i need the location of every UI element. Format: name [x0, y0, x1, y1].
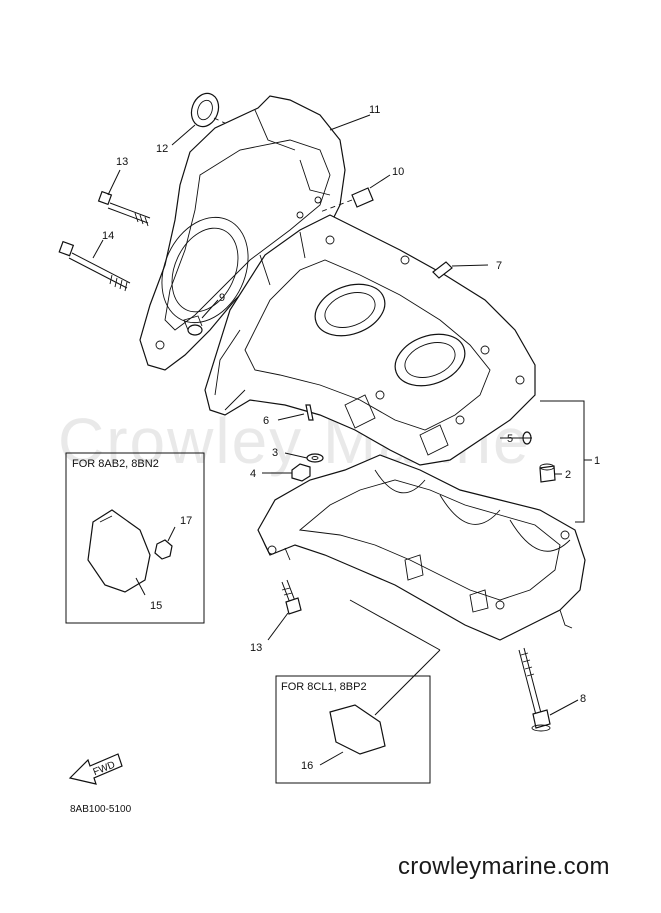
bolt-14: [58, 240, 131, 292]
callout-11: 11: [369, 104, 380, 116]
callout-1: 1: [594, 455, 600, 467]
washer-3: [306, 453, 324, 463]
footer-url[interactable]: crowleymarine.com: [398, 853, 610, 880]
fwd-label: FWD: [92, 759, 117, 778]
pin-10: [319, 187, 374, 213]
callout-13-upper: 13: [116, 156, 128, 168]
callout-14: 14: [102, 230, 114, 242]
inset-8ab2-8bn2: FOR 8AB2, 8BN2 17 15: [65, 452, 205, 624]
callout-10: 10: [392, 166, 404, 178]
callout-16: 16: [301, 760, 313, 772]
callout-7: 7: [496, 260, 502, 272]
bolt-13-upper: [97, 190, 151, 227]
callout-17: 17: [180, 515, 192, 527]
crankcase-lower: [257, 454, 586, 641]
callout-8: 8: [580, 693, 586, 705]
pin-9: [183, 315, 203, 336]
callout-6: 6: [263, 415, 269, 427]
pin-2: [539, 463, 556, 483]
nut-4: [291, 463, 311, 482]
fwd-arrow-icon: FWD: [68, 753, 123, 785]
callout-2: 2: [565, 469, 571, 481]
callout-9: 9: [219, 292, 225, 304]
bolt-8: [518, 647, 551, 732]
callout-3: 3: [272, 447, 278, 459]
pin-6: [305, 404, 314, 421]
callout-4: 4: [250, 468, 256, 480]
inset-right-title: FOR 8CL1, 8BP2: [281, 681, 367, 693]
bolt-13-lower: [281, 579, 302, 615]
callout-12: 12: [156, 143, 168, 155]
dowel-7: [432, 261, 489, 279]
diagram-code: 8AB100-5100: [70, 804, 132, 815]
bracket-1: [540, 400, 585, 523]
callout-5: 5: [507, 433, 513, 445]
callout-15: 15: [150, 600, 162, 612]
callout-13-lower: 13: [250, 642, 262, 654]
inset-8cl1-8bp2: FOR 8CL1, 8BP2 16: [275, 675, 431, 784]
leader-lines: [92, 114, 579, 716]
crankcase-upper: [204, 214, 536, 466]
inset-left-title: FOR 8AB2, 8BN2: [72, 458, 159, 470]
crankcase-cover-11: [139, 95, 346, 371]
